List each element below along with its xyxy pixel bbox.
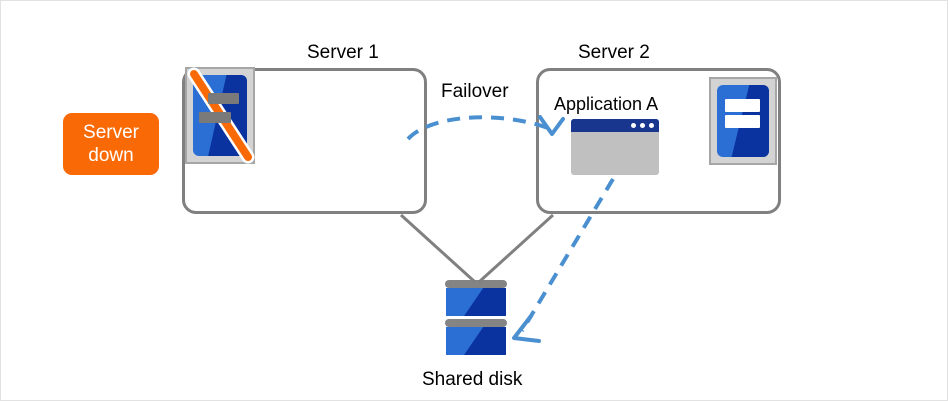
disk-separator (445, 319, 507, 327)
server2-disk-link (477, 213, 555, 284)
server1-caption: Server 1 (307, 42, 379, 63)
failover-arrow (406, 115, 549, 141)
server1-disk-link (399, 213, 477, 284)
server-icon-bar (199, 112, 231, 124)
status-badge-line1: Server (83, 122, 139, 143)
server-down-icon (185, 67, 255, 164)
application-window-titlebar (571, 119, 659, 132)
server-up-icon (709, 77, 777, 165)
server-icon-bar (208, 92, 240, 104)
window-dot-icon (631, 123, 636, 128)
server-icon-bar (725, 115, 760, 129)
shared-disk-label: Shared disk (422, 369, 523, 390)
disk-access-arrowhead-icon (512, 314, 541, 343)
window-dot-icon (640, 123, 645, 128)
disk-stack-icon (445, 280, 507, 362)
status-badge-server-down: Server down (63, 113, 159, 175)
disk-platter (446, 288, 506, 316)
disk-separator (445, 280, 507, 288)
application-label: Application A (554, 94, 659, 114)
server-icon-bar (725, 99, 760, 113)
window-dot-icon (649, 123, 654, 128)
application-window-icon (571, 119, 659, 175)
failover-arrow-label: Failover (441, 81, 509, 102)
server2-caption: Server 2 (578, 42, 650, 63)
status-badge-line2: down (88, 145, 134, 166)
disk-platter (446, 327, 506, 355)
